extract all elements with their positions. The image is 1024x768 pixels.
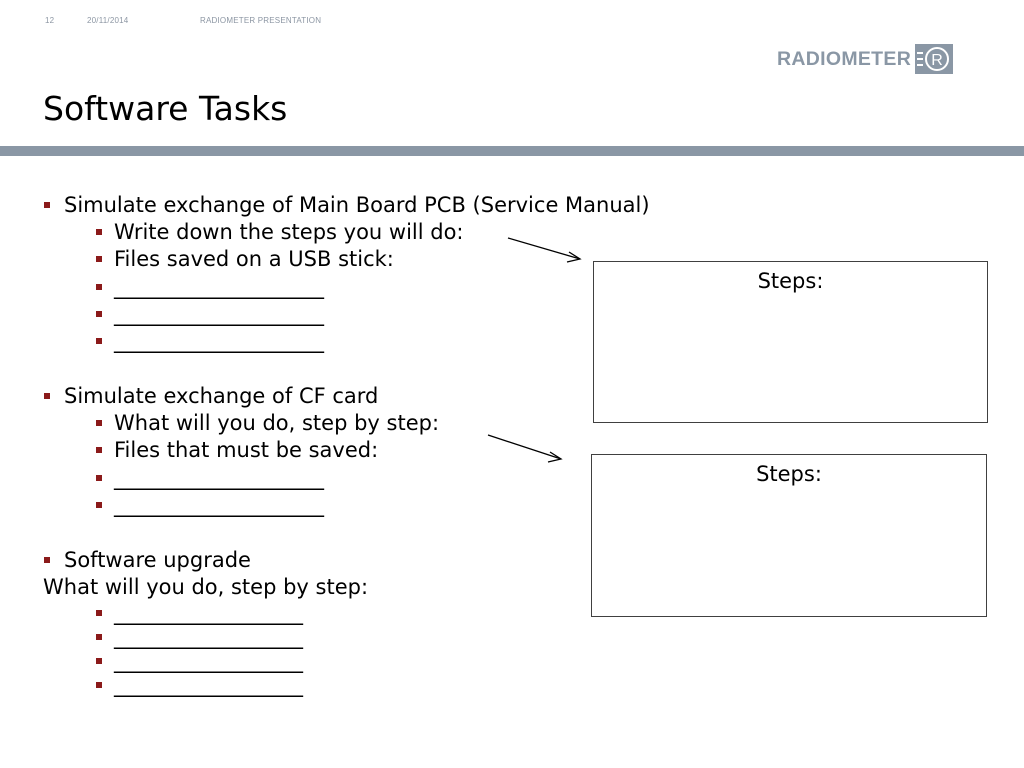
blank-line: __________________: [114, 649, 303, 673]
steps-box-label: Steps:: [757, 269, 824, 293]
bullet-icon: [96, 610, 102, 616]
section-subheading: What will you do, step by step:: [43, 575, 369, 599]
blank-line: __________________: [114, 601, 303, 625]
bullet-icon: [96, 447, 102, 453]
blank-line: ____________________: [114, 329, 324, 353]
steps-box-cf-card: Steps:: [591, 454, 987, 617]
bullet-icon: [44, 393, 50, 399]
list-item: Write down the steps you will do:: [114, 220, 464, 244]
steps-box-label: Steps:: [756, 462, 822, 486]
section-heading-software-upgrade: Software upgrade: [64, 548, 251, 572]
bullet-icon: [96, 420, 102, 426]
steps-box-main-board: Steps:: [593, 261, 988, 423]
presentation-date: 20/11/2014: [87, 16, 129, 25]
bullet-icon: [96, 634, 102, 640]
blank-line: ____________________: [114, 466, 324, 490]
radiometer-logo: RADIOMETER R: [777, 44, 954, 74]
blank-line: ____________________: [114, 493, 324, 517]
bullet-icon: [96, 311, 102, 317]
bullet-icon: [96, 475, 102, 481]
bullet-icon: [96, 284, 102, 290]
page-title: Software Tasks: [43, 89, 288, 128]
blank-line: ____________________: [114, 275, 324, 299]
arrow-icon: [487, 434, 563, 463]
logo-mark-letter: R: [931, 52, 943, 69]
slide-number: 12: [45, 16, 55, 25]
list-item: Files saved on a USB stick:: [114, 247, 394, 271]
blank-line: ____________________: [114, 302, 324, 326]
bullet-icon: [96, 502, 102, 508]
bullet-icon: [44, 557, 50, 563]
bullet-icon: [96, 229, 102, 235]
arrow-icon: [507, 237, 582, 263]
section-heading-main-board: Simulate exchange of Main Board PCB (Ser…: [64, 193, 650, 217]
blank-line: __________________: [114, 625, 303, 649]
list-item: What will you do, step by step:: [114, 411, 440, 435]
bullet-icon: [44, 202, 50, 208]
presentation-name: RADIOMETER PRESENTATION: [200, 16, 322, 25]
bullet-icon: [96, 658, 102, 664]
section-heading-cf-card: Simulate exchange of CF card: [64, 384, 379, 408]
title-rule: [0, 146, 1024, 156]
logo-text: RADIOMETER: [777, 47, 912, 70]
bullet-icon: [96, 256, 102, 262]
list-item: Files that must be saved:: [114, 438, 379, 462]
bullet-icon: [96, 682, 102, 688]
blank-line: __________________: [114, 673, 303, 697]
radiometer-logo-mark-icon: R: [915, 44, 954, 74]
bullet-icon: [96, 338, 102, 344]
